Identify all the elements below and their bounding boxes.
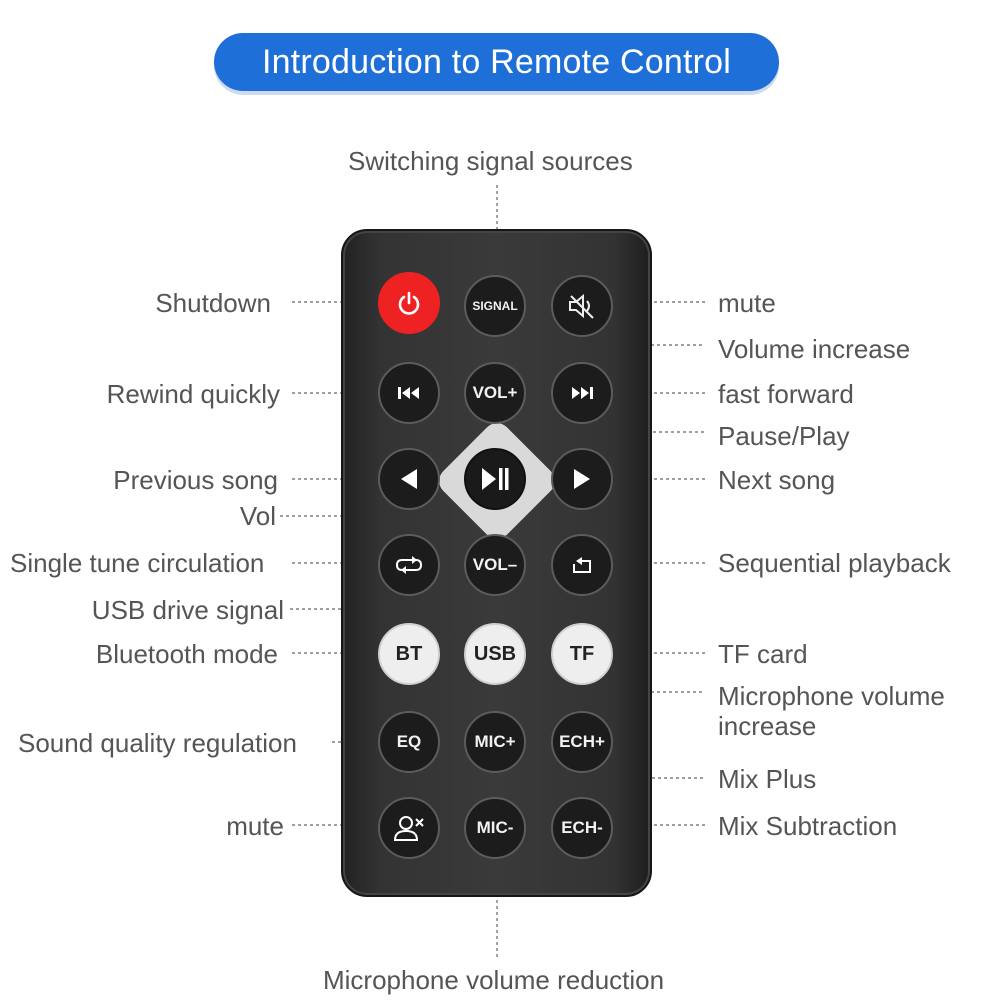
previous-song-button[interactable]	[378, 448, 440, 510]
ech-plus-label: ECH+	[559, 732, 605, 751]
rewind-button[interactable]	[378, 362, 440, 424]
signal-button[interactable]: SIGNAL	[464, 275, 526, 337]
volume-down-button[interactable]: VOL–	[464, 534, 526, 596]
repeat-single-button[interactable]	[378, 534, 440, 596]
next-icon	[574, 469, 590, 489]
usb-label: USB	[473, 642, 517, 665]
mic-plus-button[interactable]: MIC+	[464, 711, 526, 773]
title-text: Introduction to Remote Control	[261, 42, 732, 81]
play-pause-button[interactable]	[464, 448, 526, 510]
label-bluetooth-mode: Bluetooth mode	[95, 639, 278, 669]
play-pause-icon	[482, 468, 509, 490]
eq-label: EQ	[396, 732, 422, 751]
label-rewind-quickly: Rewind quickly	[106, 379, 280, 409]
label-usb-drive-signal: USB drive signal	[91, 595, 284, 625]
ech-minus-button[interactable]: ECH-	[551, 797, 613, 859]
next-song-button[interactable]	[551, 448, 613, 510]
fast-forward-icon	[572, 387, 593, 399]
label-mic-volume-increase-2: increase	[718, 711, 817, 741]
label-sound-quality-regulation: Sound quality regulation	[18, 728, 297, 758]
label-previous-song: Previous song	[113, 465, 278, 495]
tf-card-button[interactable]: TF	[551, 623, 613, 685]
volume-up-button[interactable]: VOL+	[464, 362, 526, 424]
fast-forward-button[interactable]	[551, 362, 613, 424]
speaker-mute-icon	[569, 293, 594, 319]
label-next-song: Next song	[718, 465, 836, 495]
power-icon	[398, 291, 420, 315]
bt-label: BT	[395, 642, 423, 665]
label-mix-subtraction: Mix Subtraction	[718, 811, 898, 841]
tf-label: TF	[569, 642, 595, 665]
vocal-mute-button[interactable]	[378, 797, 440, 859]
volume-up-label: VOL+	[472, 383, 518, 402]
label-pause-play: Pause/Play	[718, 421, 850, 451]
mic-minus-button[interactable]: MIC-	[464, 797, 526, 859]
eq-button[interactable]: EQ	[378, 711, 440, 773]
label-vol: Vol	[239, 501, 276, 531]
sequential-icon	[573, 557, 591, 573]
label-shutdown: Shutdown	[155, 288, 271, 318]
sequential-playback-button[interactable]	[551, 534, 613, 596]
label-fast-forward: fast forward	[718, 379, 854, 409]
ech-plus-button[interactable]: ECH+	[551, 711, 613, 773]
usb-button[interactable]: USB	[464, 623, 526, 685]
bluetooth-mode-button[interactable]: BT	[378, 623, 440, 685]
label-mic-volume-increase-1: Microphone volume	[718, 681, 945, 711]
label-single-tune-circulation: Single tune circulation	[10, 548, 265, 578]
label-mute-bottom: mute	[226, 811, 284, 841]
mute-button[interactable]	[551, 275, 613, 337]
label-mic-volume-reduction: Microphone volume reduction	[323, 965, 665, 995]
mic-minus-label: MIC-	[476, 818, 514, 837]
label-sequential-playback: Sequential playback	[718, 548, 951, 578]
mic-plus-label: MIC+	[474, 732, 516, 751]
vocal-mute-icon	[393, 816, 424, 841]
ech-minus-label: ECH-	[561, 818, 603, 837]
label-tf-card: TF card	[718, 639, 808, 669]
title-banner: Introduction to Remote Control	[214, 33, 779, 91]
label-mix-plus: Mix Plus	[718, 764, 817, 794]
label-mute-top: mute	[718, 288, 776, 318]
label-switching-signal-sources: Switching signal sources	[348, 146, 633, 176]
rewind-icon	[398, 387, 419, 399]
power-button[interactable]	[378, 272, 440, 334]
label-volume-increase: Volume increase	[718, 334, 911, 364]
signal-button-label: SIGNAL	[472, 299, 518, 313]
volume-down-label: VOL–	[472, 555, 518, 574]
previous-icon	[401, 469, 417, 489]
repeat-icon	[395, 556, 423, 574]
